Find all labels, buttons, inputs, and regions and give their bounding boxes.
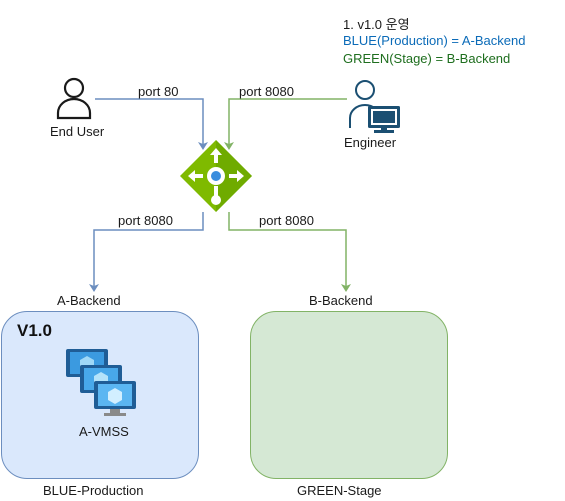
edge-user-to-gateway (95, 98, 208, 150)
engineer-label: Engineer (344, 135, 397, 150)
user-icon (56, 77, 92, 120)
green-stage-label: GREEN-Stage (297, 483, 382, 498)
vmss-label: A-VMSS (79, 424, 129, 439)
note-green-mapping: GREEN(Stage) = B-Backend (343, 51, 511, 66)
application-gateway-icon (180, 140, 252, 212)
edge-label-user-port: port 80 (138, 84, 179, 99)
green-stage-box (250, 311, 448, 479)
version-label: V1.0 (17, 321, 52, 340)
note-blue-mapping: BLUE(Production) = A-Backend (343, 33, 526, 48)
edge-label-a-port: port 8080 (118, 213, 173, 228)
user-computer-icon (349, 80, 400, 133)
note-title: 1. v1.0 운영 (343, 17, 410, 32)
edge-engineer-to-gateway (224, 98, 347, 150)
b-backend-label: B-Backend (309, 293, 373, 308)
end-user-label: End User (50, 124, 105, 139)
edge-label-b-port: port 8080 (259, 213, 314, 228)
edge-gateway-to-a (89, 212, 204, 292)
edge-label-engineer-port: port 8080 (239, 84, 294, 99)
blue-production-label: BLUE-Production (43, 483, 144, 498)
edge-gateway-to-b (228, 212, 351, 292)
a-backend-label: A-Backend (57, 293, 121, 308)
